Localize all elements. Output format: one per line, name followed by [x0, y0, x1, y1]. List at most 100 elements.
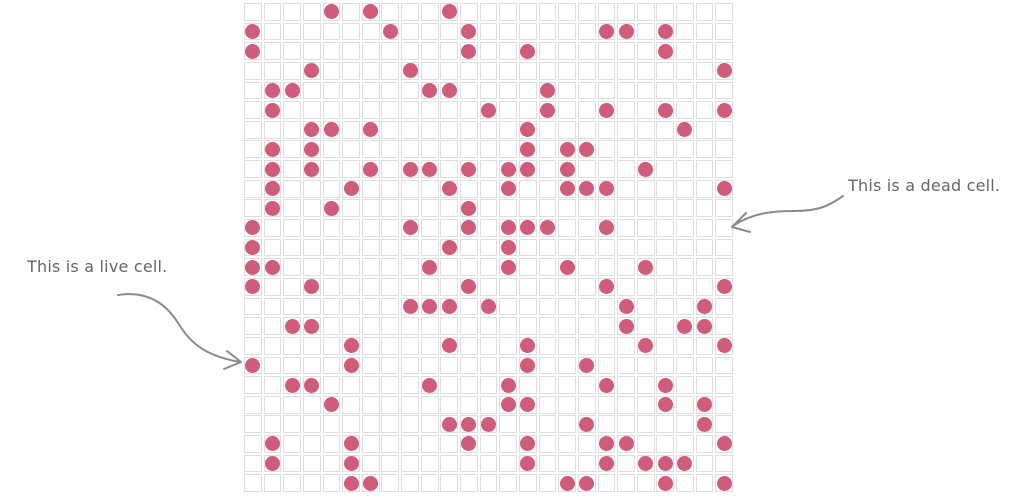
dead-cell[interactable] [676, 277, 694, 296]
live-cell[interactable] [263, 179, 282, 198]
dead-cell[interactable] [538, 415, 557, 434]
dead-cell[interactable] [538, 258, 557, 277]
dead-cell[interactable] [381, 3, 400, 21]
dead-cell[interactable] [676, 179, 694, 198]
dead-cell[interactable] [538, 199, 557, 218]
live-cell[interactable] [440, 297, 459, 316]
dead-cell[interactable] [518, 81, 537, 100]
dead-cell[interactable] [263, 356, 282, 375]
dead-cell[interactable] [342, 395, 360, 414]
dead-cell[interactable] [715, 22, 734, 41]
live-cell[interactable] [302, 317, 321, 335]
dead-cell[interactable] [479, 179, 498, 198]
dead-cell[interactable] [577, 101, 596, 119]
dead-cell[interactable] [244, 101, 262, 119]
dead-cell[interactable] [636, 42, 655, 61]
dead-cell[interactable] [361, 454, 380, 473]
live-cell[interactable] [460, 199, 478, 218]
live-cell[interactable] [518, 454, 537, 473]
live-cell[interactable] [558, 140, 576, 159]
dead-cell[interactable] [244, 81, 262, 100]
dead-cell[interactable] [695, 336, 714, 355]
live-cell[interactable] [342, 435, 360, 453]
dead-cell[interactable] [656, 179, 675, 198]
dead-cell[interactable] [283, 238, 302, 257]
dead-cell[interactable] [283, 3, 302, 21]
live-cell[interactable] [401, 219, 419, 237]
dead-cell[interactable] [597, 395, 616, 414]
dead-cell[interactable] [440, 140, 459, 159]
dead-cell[interactable] [479, 454, 498, 473]
dead-cell[interactable] [302, 238, 321, 257]
dead-cell[interactable] [577, 199, 596, 218]
dead-cell[interactable] [420, 317, 439, 335]
dead-cell[interactable] [302, 415, 321, 434]
live-cell[interactable] [420, 160, 439, 178]
dead-cell[interactable] [460, 101, 478, 119]
dead-cell[interactable] [676, 415, 694, 434]
live-cell[interactable] [617, 297, 635, 316]
live-cell[interactable] [617, 317, 635, 335]
live-cell[interactable] [636, 160, 655, 178]
dead-cell[interactable] [715, 238, 734, 257]
dead-cell[interactable] [322, 140, 341, 159]
dead-cell[interactable] [479, 81, 498, 100]
dead-cell[interactable] [558, 219, 576, 237]
live-cell[interactable] [244, 277, 262, 296]
dead-cell[interactable] [499, 474, 518, 493]
dead-cell[interactable] [715, 415, 734, 434]
dead-cell[interactable] [597, 238, 616, 257]
dead-cell[interactable] [715, 297, 734, 316]
live-cell[interactable] [302, 160, 321, 178]
dead-cell[interactable] [302, 101, 321, 119]
dead-cell[interactable] [381, 376, 400, 394]
dead-cell[interactable] [518, 199, 537, 218]
dead-cell[interactable] [479, 160, 498, 178]
dead-cell[interactable] [676, 101, 694, 119]
live-cell[interactable] [263, 140, 282, 159]
dead-cell[interactable] [342, 238, 360, 257]
dead-cell[interactable] [283, 336, 302, 355]
dead-cell[interactable] [322, 454, 341, 473]
dead-cell[interactable] [244, 120, 262, 139]
dead-cell[interactable] [342, 376, 360, 394]
live-cell[interactable] [577, 140, 596, 159]
dead-cell[interactable] [636, 179, 655, 198]
live-cell[interactable] [302, 61, 321, 80]
dead-cell[interactable] [715, 219, 734, 237]
dead-cell[interactable] [342, 297, 360, 316]
dead-cell[interactable] [381, 435, 400, 453]
dead-cell[interactable] [656, 120, 675, 139]
dead-cell[interactable] [420, 179, 439, 198]
dead-cell[interactable] [617, 474, 635, 493]
dead-cell[interactable] [361, 42, 380, 61]
live-cell[interactable] [322, 3, 341, 21]
dead-cell[interactable] [479, 22, 498, 41]
dead-cell[interactable] [401, 395, 419, 414]
dead-cell[interactable] [420, 277, 439, 296]
dead-cell[interactable] [597, 140, 616, 159]
dead-cell[interactable] [518, 297, 537, 316]
dead-cell[interactable] [538, 3, 557, 21]
live-cell[interactable] [361, 120, 380, 139]
dead-cell[interactable] [479, 61, 498, 80]
dead-cell[interactable] [577, 317, 596, 335]
dead-cell[interactable] [302, 81, 321, 100]
dead-cell[interactable] [577, 454, 596, 473]
dead-cell[interactable] [440, 61, 459, 80]
dead-cell[interactable] [283, 356, 302, 375]
dead-cell[interactable] [715, 160, 734, 178]
dead-cell[interactable] [479, 140, 498, 159]
dead-cell[interactable] [695, 81, 714, 100]
dead-cell[interactable] [381, 454, 400, 473]
dead-cell[interactable] [695, 42, 714, 61]
live-cell[interactable] [361, 474, 380, 493]
dead-cell[interactable] [676, 376, 694, 394]
dead-cell[interactable] [538, 238, 557, 257]
dead-cell[interactable] [656, 160, 675, 178]
live-cell[interactable] [518, 395, 537, 414]
dead-cell[interactable] [577, 395, 596, 414]
dead-cell[interactable] [656, 238, 675, 257]
dead-cell[interactable] [263, 277, 282, 296]
dead-cell[interactable] [381, 395, 400, 414]
